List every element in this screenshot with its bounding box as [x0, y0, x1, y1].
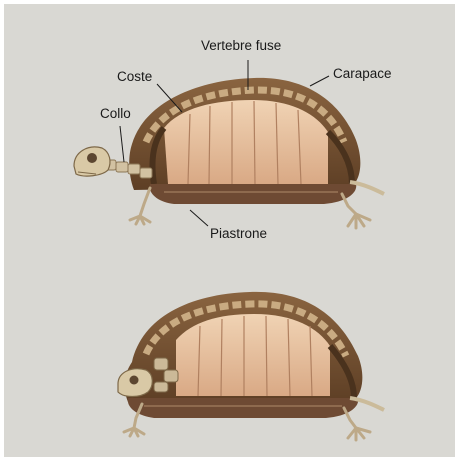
plastron-2 — [128, 398, 358, 418]
plastron — [150, 184, 357, 204]
label-piastrone: Piastrone — [210, 227, 267, 241]
turtle-neck-extended — [74, 78, 384, 228]
label-carapace: Carapace — [333, 67, 392, 81]
rear-leg — [342, 194, 370, 228]
label-coste: Coste — [117, 70, 152, 84]
figure-panel: Vertebre fuse Coste Carapace Collo Piast… — [4, 4, 455, 457]
front-leg — [130, 188, 150, 224]
skull — [74, 147, 110, 176]
turtle-neck-retracted — [118, 292, 384, 440]
label-collo: Collo — [100, 107, 131, 121]
label-vertebre-fuse: Vertebre fuse — [201, 39, 281, 53]
